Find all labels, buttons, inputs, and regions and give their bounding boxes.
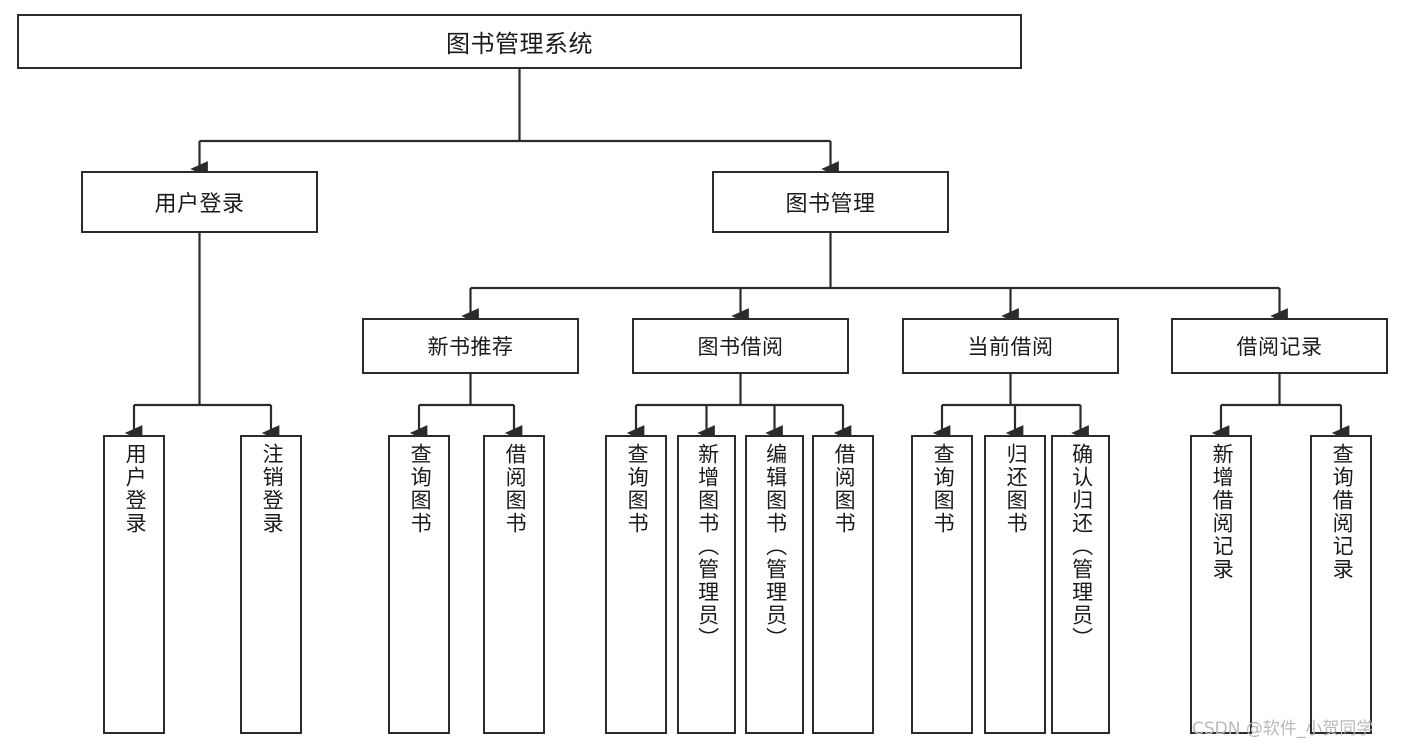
leaf-borrow-book-recommend-label: 借阅图书: [503, 443, 527, 535]
leaf-add-book-admin[interactable]: 新增图书（管理员）: [677, 435, 736, 734]
leaf-add-borrow-record[interactable]: 新增借阅记录: [1190, 435, 1252, 734]
leaf-return-book[interactable]: 归还图书: [984, 435, 1046, 734]
node-user-login[interactable]: 用户登录: [81, 171, 318, 233]
node-current-borrow[interactable]: 当前借阅: [902, 318, 1119, 374]
leaf-query-borrow-record-label: 查询借阅记录: [1330, 443, 1354, 581]
leaf-query-book-recommend[interactable]: 查询图书: [388, 435, 450, 734]
node-new-book-recommend-label: 新书推荐: [427, 336, 514, 359]
leaf-edit-book-admin-label: 编辑图书（管理员）: [763, 443, 787, 650]
node-current-borrow-label: 当前借阅: [967, 336, 1054, 359]
leaf-user-logout-label: 注销登录: [260, 443, 284, 535]
leaf-query-book-current-label: 查询图书: [931, 443, 955, 535]
leaf-edit-book-admin[interactable]: 编辑图书（管理员）: [745, 435, 804, 734]
leaf-confirm-return-admin-label: 确认归还（管理员）: [1069, 443, 1093, 650]
node-new-book-recommend[interactable]: 新书推荐: [362, 318, 579, 374]
leaf-user-login[interactable]: 用户登录: [103, 435, 165, 734]
node-book-borrow-label: 图书借阅: [697, 336, 784, 359]
node-user-login-label: 用户登录: [154, 191, 245, 216]
leaf-query-borrow-record[interactable]: 查询借阅记录: [1310, 435, 1372, 734]
leaf-query-book-borrow-label: 查询图书: [625, 443, 649, 535]
leaf-add-borrow-record-label: 新增借阅记录: [1210, 443, 1234, 581]
leaf-return-book-label: 归还图书: [1004, 443, 1028, 535]
leaf-user-logout[interactable]: 注销登录: [240, 435, 302, 734]
leaf-query-book-borrow[interactable]: 查询图书: [605, 435, 667, 734]
node-book-manage[interactable]: 图书管理: [712, 171, 949, 233]
leaf-confirm-return-admin[interactable]: 确认归还（管理员）: [1051, 435, 1110, 734]
leaf-add-book-admin-label: 新增图书（管理员）: [695, 443, 719, 650]
csdn-watermark: CSDN @软件_小贺同学: [1192, 719, 1374, 739]
leaf-borrow-book[interactable]: 借阅图书: [812, 435, 874, 734]
leaf-query-book-recommend-label: 查询图书: [408, 443, 432, 535]
node-borrow-record-label: 借阅记录: [1236, 336, 1323, 359]
leaf-user-login-label: 用户登录: [123, 443, 147, 535]
node-borrow-record[interactable]: 借阅记录: [1171, 318, 1388, 374]
leaf-borrow-book-recommend[interactable]: 借阅图书: [483, 435, 545, 734]
node-root[interactable]: 图书管理系统: [17, 14, 1022, 69]
leaf-query-book-current[interactable]: 查询图书: [911, 435, 973, 734]
node-root-label: 图书管理系统: [446, 31, 593, 58]
leaf-borrow-book-label: 借阅图书: [832, 443, 856, 535]
node-book-borrow[interactable]: 图书借阅: [632, 318, 849, 374]
node-book-manage-label: 图书管理: [785, 191, 876, 216]
